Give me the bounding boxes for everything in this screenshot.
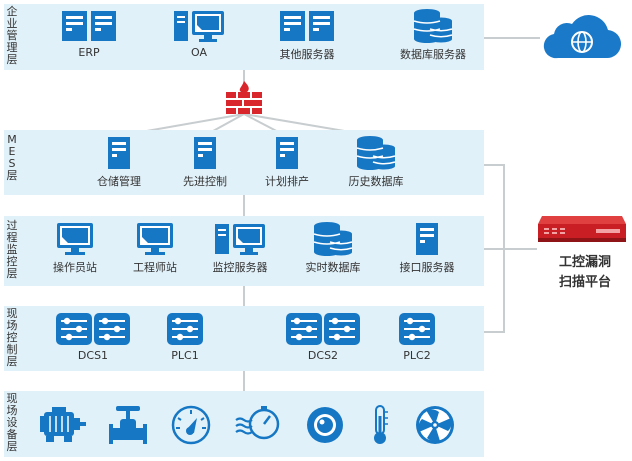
server-icon — [416, 223, 438, 255]
database-servers-node: 数据库服务器 — [390, 7, 476, 62]
historical-database-label: 历史数据库 — [348, 175, 404, 188]
thermometer-icon — [374, 405, 388, 444]
workstation-icon — [215, 224, 265, 255]
dcs1-label: DCS1 — [77, 349, 109, 362]
scanning-platform-line1: 工控漏洞 — [558, 255, 611, 270]
scanning-platform-label: 工控漏洞 扫描平台 — [542, 253, 628, 293]
camera-icon — [307, 407, 343, 443]
controller-icon — [399, 313, 435, 345]
operator-station-label: 操作员站 — [53, 261, 97, 274]
other-servers-node: 其他服务器 — [270, 9, 344, 62]
server-icon — [194, 137, 216, 169]
monitoring-server-label: 监控服务器 — [212, 261, 268, 274]
production-scheduling-label: 计划排产 — [265, 175, 309, 188]
dcs1-node: DCS1 — [52, 312, 134, 362]
mes-layer-band — [4, 130, 484, 195]
dual-server-icon — [62, 11, 116, 41]
dual-controller-icon — [56, 313, 130, 345]
realtime-database-node: 实时数据库 — [296, 220, 370, 275]
advanced-control-label: 先进控制 — [183, 175, 227, 188]
dual-controller-icon — [286, 313, 360, 345]
scanning-platform-line2: 扫描平台 — [558, 275, 611, 290]
enterprise-layer-label: 企业管理层 — [6, 5, 18, 66]
gauge-icon — [171, 405, 211, 445]
plc2-label: PLC2 — [403, 349, 431, 362]
plc2-node: PLC2 — [392, 312, 442, 362]
operator-station-node: 操作员站 — [42, 222, 108, 275]
firewall-icon — [226, 81, 262, 114]
erp-node: ERP — [54, 9, 124, 59]
historical-database-node: 历史数据库 — [336, 134, 416, 189]
interface-server-node: 接口服务器 — [390, 222, 464, 275]
monitor-icon — [57, 223, 93, 255]
database-icon — [413, 9, 453, 43]
monitoring-server-node: 监控服务器 — [204, 222, 276, 275]
dual-server-icon — [280, 11, 334, 41]
fan-icon — [416, 406, 454, 444]
database-icon — [313, 222, 353, 256]
mes-layer-label: MES层 — [6, 133, 18, 182]
controller-icon — [167, 313, 203, 345]
database-icon — [356, 136, 396, 170]
valve-icon — [109, 406, 147, 444]
production-scheduling-node: 计划排产 — [254, 136, 320, 189]
plc1-label: PLC1 — [171, 349, 199, 362]
cloud-internet-icon — [543, 15, 622, 59]
erp-label: ERP — [78, 46, 100, 59]
other-servers-label: 其他服务器 — [279, 48, 335, 61]
realtime-database-label: 实时数据库 — [305, 261, 361, 274]
server-icon — [108, 137, 130, 169]
oa-node: OA — [164, 9, 234, 59]
advanced-control-node: 先进控制 — [172, 136, 238, 189]
control-layer-label: 现场控制层 — [6, 307, 18, 368]
plc1-node: PLC1 — [160, 312, 210, 362]
workstation-icon — [174, 11, 224, 42]
engineer-station-label: 工程师站 — [133, 261, 177, 274]
dcs2-node: DCS2 — [282, 312, 364, 362]
process-layer-label: 过程监控层 — [6, 219, 18, 280]
database-servers-label: 数据库服务器 — [400, 48, 466, 61]
engineer-station-node: 工程师站 — [122, 222, 188, 275]
oa-label: OA — [191, 46, 207, 59]
warehouse-management-node: 仓储管理 — [86, 136, 152, 189]
flowmeter-icon — [235, 406, 280, 440]
server-icon — [276, 137, 298, 169]
warehouse-management-label: 仓储管理 — [97, 175, 141, 188]
motor-icon — [40, 407, 86, 442]
dcs2-label: DCS2 — [307, 349, 339, 362]
monitor-icon — [137, 223, 173, 255]
scanner-appliance-icon — [538, 216, 626, 242]
device-layer-label: 现场设备层 — [6, 392, 18, 453]
interface-server-label: 接口服务器 — [399, 261, 455, 274]
